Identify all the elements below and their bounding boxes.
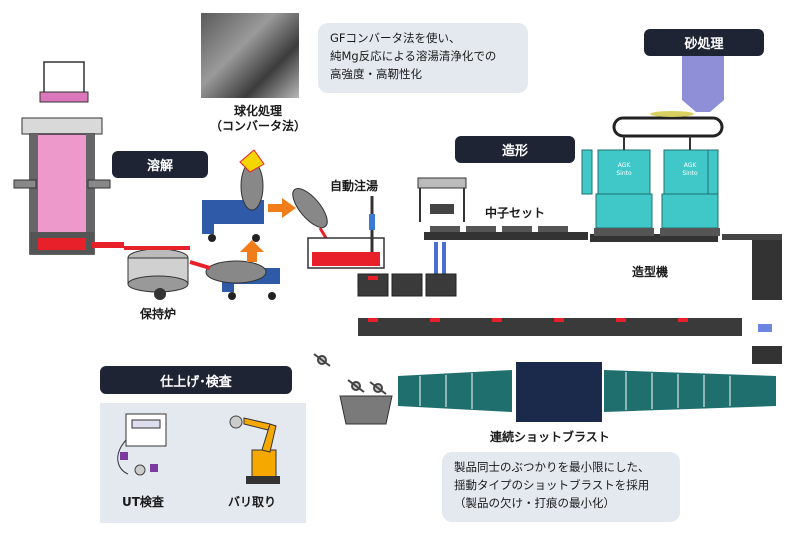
machine-brand-line-1: AGK xyxy=(683,162,697,169)
ladle-icon xyxy=(124,246,190,300)
spheroidizing-label: 球化処理 （コンバータ法） xyxy=(210,104,306,134)
deburring-label: バリ取り xyxy=(228,495,277,509)
machine-brand-line-2: Sinto xyxy=(616,170,632,177)
converter-note: GFコンバータ法を使い、 純Mg反応による溶湯清浄化での 高強度・高靭性化 xyxy=(318,23,528,93)
mold-stack xyxy=(357,273,457,297)
blast-note-line-1: 製品同士のぶつかりを最小限にした、 xyxy=(454,460,650,474)
up-arrow-icon xyxy=(240,240,264,262)
molding-machine-icon xyxy=(581,149,654,236)
continuous-blast-label: 連続ショットブラスト xyxy=(490,430,610,444)
mold-row xyxy=(358,318,742,336)
core-set-label: 中子セット xyxy=(485,206,546,220)
converter-icon xyxy=(189,260,280,300)
core-setter-icon xyxy=(417,177,467,222)
pouring-machine-icon xyxy=(307,196,385,269)
machine-brand-line-1: AGK xyxy=(617,162,631,169)
robot-arm-icon xyxy=(229,415,280,484)
converter-note-line-1: GFコンバータ法を使い、 xyxy=(330,31,461,45)
pour-stream xyxy=(434,242,438,276)
blast-note-line-3: （製品の欠け・打痕の最小化） xyxy=(454,496,615,510)
converter-icon xyxy=(202,149,265,242)
mold-return-stack xyxy=(752,240,782,364)
ut-inspection-label: UT検査 xyxy=(122,495,164,509)
molding-machine-label: 造型機 xyxy=(632,265,669,279)
machine-brand-line-2: Sinto xyxy=(682,170,698,177)
casting-part-icon xyxy=(313,353,387,395)
parts-bin-icon xyxy=(339,395,393,425)
pouring-ladle-icon xyxy=(292,188,328,239)
tag-sand-treatment: 砂処理 xyxy=(644,29,764,56)
holding-furnace-label: 保持炉 xyxy=(140,307,177,321)
blast-note-line-2: 揺動タイプのショットブラストを採用 xyxy=(454,478,650,492)
right-arrow-icon xyxy=(268,198,296,218)
tag-molding-shape: 造形 xyxy=(455,136,575,163)
cupola-furnace-icon xyxy=(13,61,124,255)
converter-note-line-3: 高強度・高靭性化 xyxy=(330,67,422,81)
tag-finishing: 仕上げ･検査 xyxy=(100,366,292,394)
sand-hopper-icon xyxy=(612,56,724,150)
tag-melting: 溶解 xyxy=(112,151,208,178)
pour-stream xyxy=(442,242,446,276)
machine-brand-left: AGK Sinto xyxy=(612,162,636,178)
flask-conveyor-upper xyxy=(424,226,782,242)
blast-note: 製品同士のぶつかりを最小限にした、 揺動タイプのショットブラストを採用 （製品の… xyxy=(442,452,680,522)
molding-machine-icon xyxy=(660,149,720,236)
shot-blast-icon xyxy=(398,362,776,422)
ut-tester-icon xyxy=(117,413,167,476)
spheroidizing-label-line-1: 球化処理 xyxy=(234,104,283,118)
converter-photo xyxy=(201,13,299,98)
auto-pour-label: 自動注湯 xyxy=(330,179,379,193)
machine-brand-right: AGK Sinto xyxy=(678,162,702,178)
converter-note-line-2: 純Mg反応による溶湯清浄化での xyxy=(330,49,497,63)
spheroidizing-label-line-2: （コンバータ法） xyxy=(210,119,307,133)
